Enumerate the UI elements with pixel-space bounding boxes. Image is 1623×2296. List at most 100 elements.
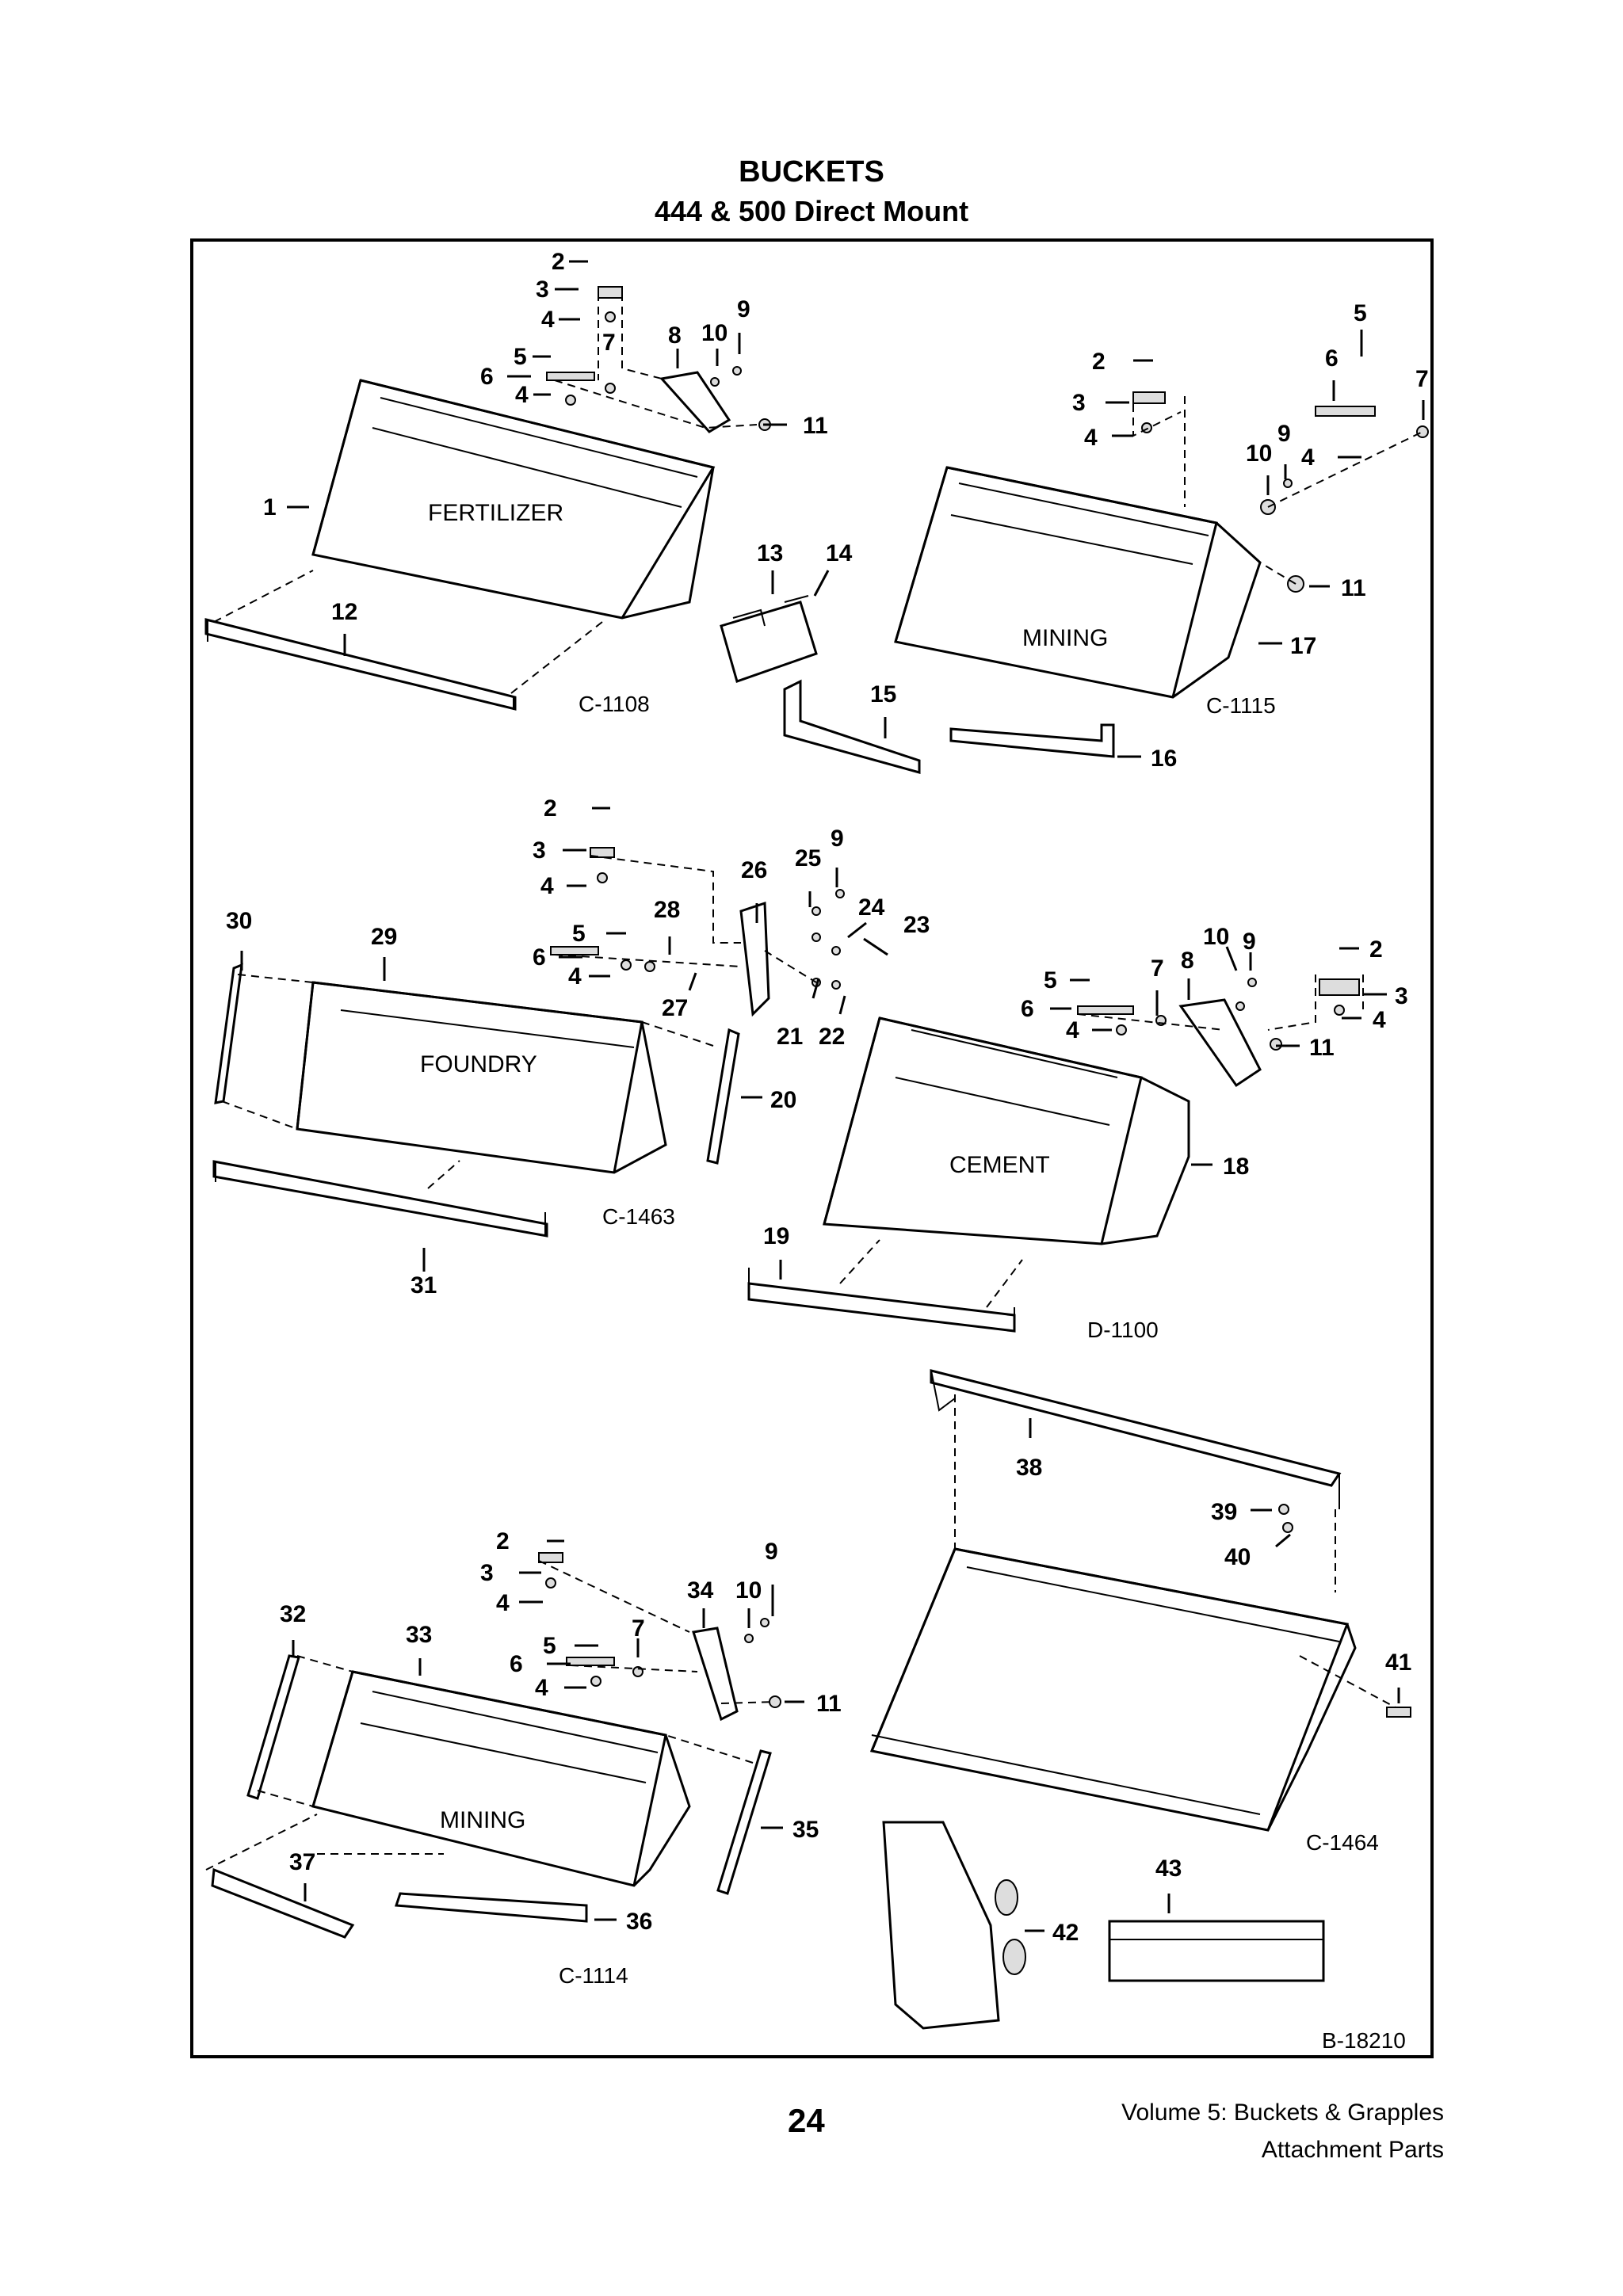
callout-7: 7 [602, 330, 616, 356]
callout-25: 25 [795, 845, 821, 871]
figure-code: C-1108 [579, 692, 650, 716]
callout-4c: 4 [1084, 425, 1098, 451]
callout-8b: 8 [1181, 948, 1194, 974]
mining-bottom-bucket [311, 1670, 691, 1887]
callout-4f: 4 [568, 963, 582, 990]
foundry-cutting-edge [212, 1160, 548, 1238]
decal-43 [1108, 1920, 1325, 1982]
callout-21: 21 [777, 1024, 803, 1050]
callout-13: 13 [757, 540, 783, 566]
callout-10c: 10 [1203, 924, 1229, 950]
callout-2d: 2 [1369, 936, 1383, 963]
callout-23: 23 [903, 912, 930, 938]
foundry-bucket [296, 981, 667, 1174]
callout-31: 31 [411, 1272, 437, 1299]
callout-10b: 10 [1246, 441, 1272, 467]
callout-5e: 5 [543, 1633, 556, 1659]
page-subtitle: 444 & 500 Direct Mount [654, 195, 969, 227]
callout-4h: 4 [1373, 1007, 1386, 1033]
callout-16: 16 [1151, 746, 1177, 772]
callout-36: 36 [626, 1909, 652, 1935]
page-title: BUCKETS [739, 155, 884, 189]
callout-8: 8 [668, 322, 682, 349]
callout-3c: 3 [533, 837, 546, 864]
callout-41: 41 [1385, 1650, 1411, 1676]
callout-38: 38 [1016, 1455, 1042, 1481]
callout-26: 26 [741, 857, 767, 883]
callout-9e: 9 [765, 1539, 778, 1565]
callout-6: 6 [480, 364, 494, 390]
callout-24: 24 [858, 894, 885, 921]
callout-3d: 3 [1395, 983, 1408, 1009]
callout-18: 18 [1223, 1154, 1249, 1180]
callout-12: 12 [331, 599, 357, 625]
callout-20: 20 [770, 1087, 796, 1113]
footer-volume: Volume 5: Buckets & Grapples [1121, 2100, 1444, 2126]
callout-4i: 4 [496, 1590, 510, 1616]
callout-3: 3 [536, 277, 549, 303]
callout-34: 34 [687, 1577, 714, 1604]
bucket-name-fertilizer: FERTILIZER [428, 500, 563, 526]
figure-code: C-1114 [559, 1963, 628, 1988]
callout-40: 40 [1224, 1544, 1251, 1570]
callout-leaders [240, 260, 1425, 1932]
callout-5: 5 [514, 344, 527, 370]
callout-6c: 6 [533, 944, 546, 971]
callout-7b: 7 [1415, 366, 1429, 392]
callout-2c: 2 [544, 795, 557, 822]
callout-27: 27 [662, 995, 688, 1021]
side-cutter-42 [882, 1821, 1026, 2030]
callout-5c: 5 [572, 921, 586, 947]
callout-33: 33 [406, 1622, 432, 1648]
callout-4d: 4 [1301, 444, 1315, 471]
callout-9c: 9 [831, 826, 844, 852]
callout-19: 19 [763, 1223, 789, 1249]
callout-11b: 11 [1341, 575, 1366, 601]
mining-bottom-side-plate-left [246, 1654, 300, 1800]
figure-code: B-18210 [1322, 2028, 1406, 2053]
callout-5d: 5 [1044, 967, 1057, 994]
callout-7c: 7 [1151, 955, 1164, 982]
bucket-name-cement: CEMENT [949, 1152, 1050, 1178]
callout-9d: 9 [1243, 929, 1256, 955]
callout-2e: 2 [496, 1528, 510, 1554]
callout-42: 42 [1052, 1920, 1079, 1946]
callout-4: 4 [541, 307, 555, 333]
fertilizer-cutting-edge [204, 618, 517, 711]
cement-cutting-edge [747, 1268, 1016, 1333]
callout-10: 10 [701, 320, 727, 346]
callout-14: 14 [826, 540, 853, 566]
callout-17: 17 [1290, 633, 1316, 659]
callout-6b: 6 [1325, 345, 1338, 372]
mining-bottom-side-plate-right [716, 1749, 772, 1895]
mining-top-side-cutter [720, 595, 818, 683]
figure-code: D-1100 [1087, 1318, 1159, 1342]
callout-11c: 11 [1309, 1035, 1335, 1061]
callout-4e: 4 [540, 873, 554, 899]
mining-bottom-tooth-bar [211, 1867, 588, 1939]
figure-code: C-1464 [1306, 1830, 1379, 1855]
callout-6d: 6 [1021, 996, 1034, 1022]
callout-39: 39 [1211, 1499, 1237, 1525]
mining-bottom-hardware [538, 1552, 781, 1722]
callout-1: 1 [263, 494, 277, 521]
callout-5b: 5 [1354, 300, 1367, 326]
callout-4b: 4 [515, 382, 529, 408]
callout-3e: 3 [480, 1560, 494, 1586]
callout-9b: 9 [1277, 421, 1291, 447]
large-bucket-c1464 [869, 1547, 1357, 1832]
callout-15: 15 [870, 681, 896, 707]
foundry-side-plate-left [214, 963, 243, 1104]
large-bucket-hardware [1278, 1504, 1411, 1718]
callout-35: 35 [792, 1817, 819, 1843]
footer-section: Attachment Parts [1261, 2137, 1444, 2163]
tooth-bar-38 [930, 1369, 1342, 1509]
callout-3b: 3 [1072, 390, 1086, 416]
callout-22: 22 [819, 1024, 845, 1050]
callout-2: 2 [552, 249, 565, 275]
cement-bucket [823, 1016, 1190, 1245]
callout-32: 32 [280, 1601, 306, 1627]
foundry-mount-hardware [550, 847, 845, 1017]
figure-code: C-1463 [602, 1204, 675, 1229]
